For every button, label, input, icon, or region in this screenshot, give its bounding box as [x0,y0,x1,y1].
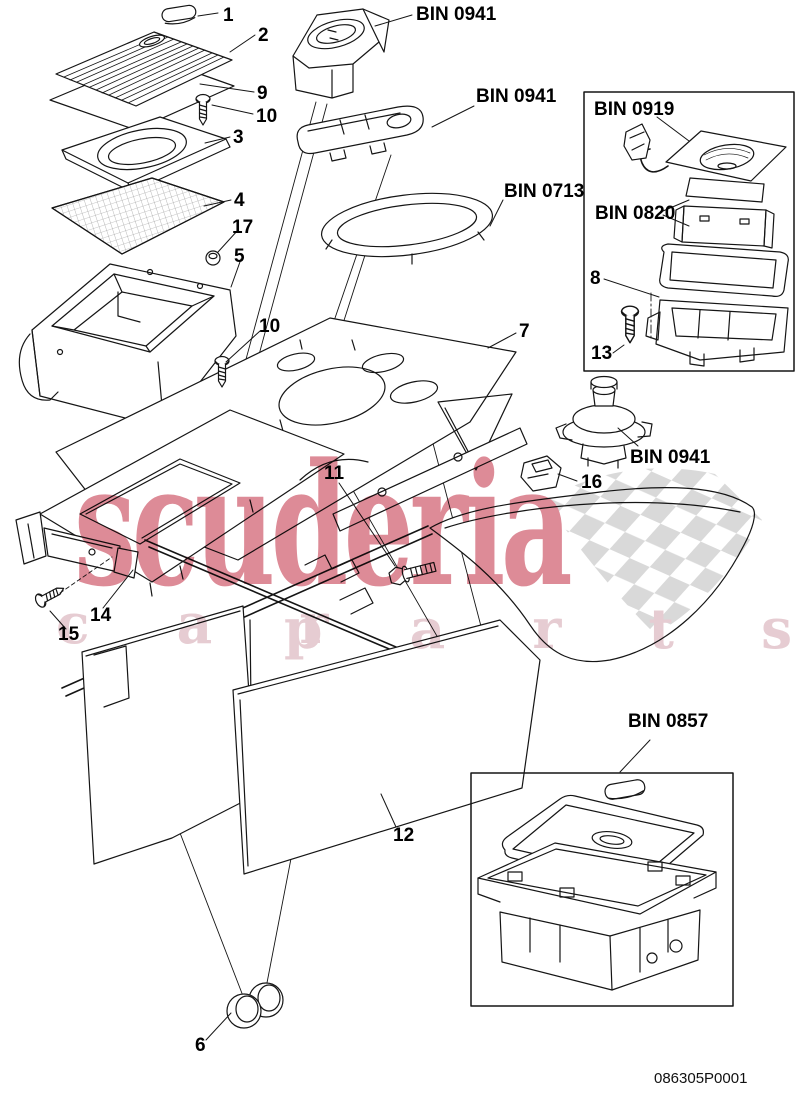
part-bracket-14 [15,511,139,579]
part-right-panel-12 [232,619,541,875]
part-clip-16 [520,455,562,492]
part-caps-6 [226,982,284,1029]
leader-lines [49,12,690,1041]
part-lid-2 [55,31,233,107]
part-knob [555,375,653,469]
part-switch-unit [292,8,390,99]
part-ring [320,192,494,265]
inset-box-armrest [470,772,734,1007]
part-mat-4 [51,177,225,255]
part-grommet-17 [205,250,221,266]
inset-armrest-parts [477,779,717,991]
part-trim-strip [296,105,424,162]
part-left-panel [81,605,257,865]
inset-box-shifter [583,91,795,372]
part-storage-box-5 [18,263,237,429]
part-bolt-11 [388,561,437,586]
part-cap-1 [161,4,197,25]
inset-shifter-parts [623,123,789,367]
